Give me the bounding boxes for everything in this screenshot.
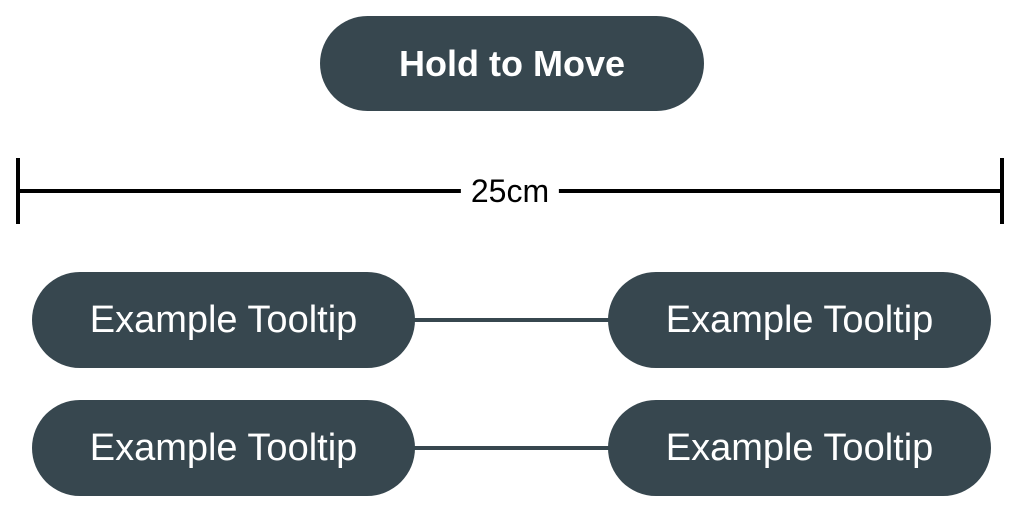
ruler-right-end [1000, 158, 1004, 224]
measurement-ruler: 25cm [16, 158, 1004, 224]
tooltip-right: Example Tooltip [608, 400, 991, 496]
tooltip-right: Example Tooltip [608, 272, 991, 368]
tooltip-connector-line [414, 446, 609, 450]
tooltip-left: Example Tooltip [32, 272, 415, 368]
ruler-measurement-label: 25cm [460, 172, 560, 210]
tooltip-left: Example Tooltip [32, 400, 415, 496]
ruler-left-end [16, 158, 20, 224]
tooltip-connector-line [414, 318, 609, 322]
hold-to-move-button[interactable]: Hold to Move [320, 16, 704, 111]
